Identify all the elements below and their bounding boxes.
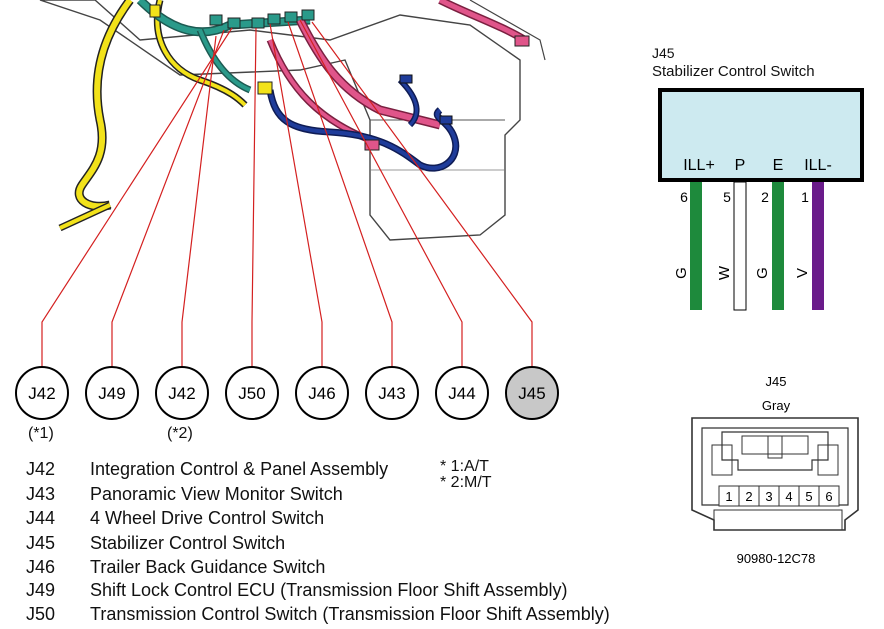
- connector-circles: J42 J49 J42 J50 J46 J43 J44 J45: [15, 366, 559, 420]
- pin-label: 6: [825, 489, 832, 504]
- pin-label: 2: [745, 489, 752, 504]
- wire-pin5: [733, 181, 747, 311]
- terminal-label-e: E: [773, 157, 784, 174]
- pin-number-1: 1: [801, 189, 809, 205]
- connector-label-j50: J50: [238, 384, 265, 403]
- connector-circle-j43: [365, 366, 419, 420]
- legend-desc: Stabilizer Control Switch: [90, 533, 286, 553]
- legend-desc: Transmission Control Switch (Transmissio…: [90, 604, 610, 624]
- pin-cell: [818, 485, 840, 507]
- connector-part-number: 90980-12C78: [737, 551, 816, 566]
- wire-pin6: [690, 182, 702, 310]
- connector-note-1: (*1): [28, 425, 54, 442]
- legend-desc: Shift Lock Control ECU (Transmission Flo…: [90, 580, 568, 600]
- legend-code: J44: [26, 508, 56, 528]
- wire-code-pin6: G: [673, 267, 690, 279]
- connector-circle-j44: [435, 366, 489, 420]
- wire-pin2: [772, 182, 784, 310]
- wire-code-pin1: V: [794, 268, 811, 278]
- terminal-label-ill-minus: ILL-: [804, 157, 832, 174]
- leader-line-j50: [251, 27, 257, 367]
- connector-circle-j42: [15, 366, 69, 420]
- leader-line-j42: [181, 35, 217, 367]
- legend-desc: Panoramic View Monitor Switch: [90, 484, 343, 504]
- connector-view-color: Gray: [762, 398, 791, 413]
- connector-view-code: J45: [766, 374, 787, 389]
- footnote-1: * 1:A/T: [440, 458, 489, 475]
- connector-label-j44: J44: [448, 384, 475, 403]
- connector-circle-j45: [505, 366, 559, 420]
- pin-label: 3: [765, 489, 772, 504]
- legend-desc: 4 Wheel Drive Control Switch: [90, 508, 325, 528]
- legend-code: J46: [26, 557, 56, 577]
- wire-code-pin2: G: [754, 267, 771, 279]
- connector-circle-j50: [225, 366, 279, 420]
- connector-label-j43: J43: [378, 384, 405, 403]
- leader-line-j49: [111, 29, 225, 367]
- leader-line-j44: [299, 19, 463, 367]
- connector-label-j45: J45: [518, 384, 545, 403]
- leader-line-j45: [311, 21, 533, 367]
- leader-line-j42: [41, 27, 233, 367]
- leader-lines: [41, 19, 533, 367]
- switch-schematic: ILL+ P E ILL- 6 5 2 1 G W G V: [658, 88, 864, 311]
- legend-code: J43: [26, 484, 56, 504]
- pin-label: 4: [785, 489, 792, 504]
- footnote-2: * 2:M/T: [440, 474, 492, 491]
- legend-code: J50: [26, 604, 56, 624]
- pin-number-2: 2: [761, 189, 769, 205]
- connector-circle-j49: [85, 366, 139, 420]
- harness-illustration: [39, 0, 546, 241]
- legend-code: J42: [26, 459, 56, 479]
- pin-label: 1: [725, 489, 732, 504]
- terminal-label-p: P: [735, 157, 746, 174]
- terminal-label-ill-plus: ILL+: [683, 157, 715, 174]
- connector-circle-j42: [155, 366, 209, 420]
- legend-desc: Trailer Back Guidance Switch: [90, 557, 326, 577]
- switch-code: J45: [652, 45, 675, 61]
- switch-face: [658, 88, 864, 182]
- connector-note-2: (*2): [167, 425, 193, 442]
- connector-label-j46: J46: [308, 384, 335, 403]
- wire-pin1: [812, 182, 824, 310]
- legend-code: J45: [26, 533, 56, 553]
- pin-label: 5: [805, 489, 812, 504]
- connector-label-j42: J42: [168, 384, 195, 403]
- wire-code-pin5: W: [716, 265, 733, 280]
- switch-name: Stabilizer Control Switch: [652, 63, 815, 80]
- legend-desc: Integration Control & Panel Assembly: [90, 459, 389, 479]
- pin-number-5: 5: [723, 189, 731, 205]
- pin-number-6: 6: [680, 189, 688, 205]
- leader-line-j43: [287, 21, 393, 367]
- leader-line-j46: [269, 23, 323, 367]
- connector-circle-j46: [295, 366, 349, 420]
- connector-label-j42: J42: [28, 384, 55, 403]
- connector-label-j49: J49: [98, 384, 125, 403]
- legend-code: J49: [26, 580, 56, 600]
